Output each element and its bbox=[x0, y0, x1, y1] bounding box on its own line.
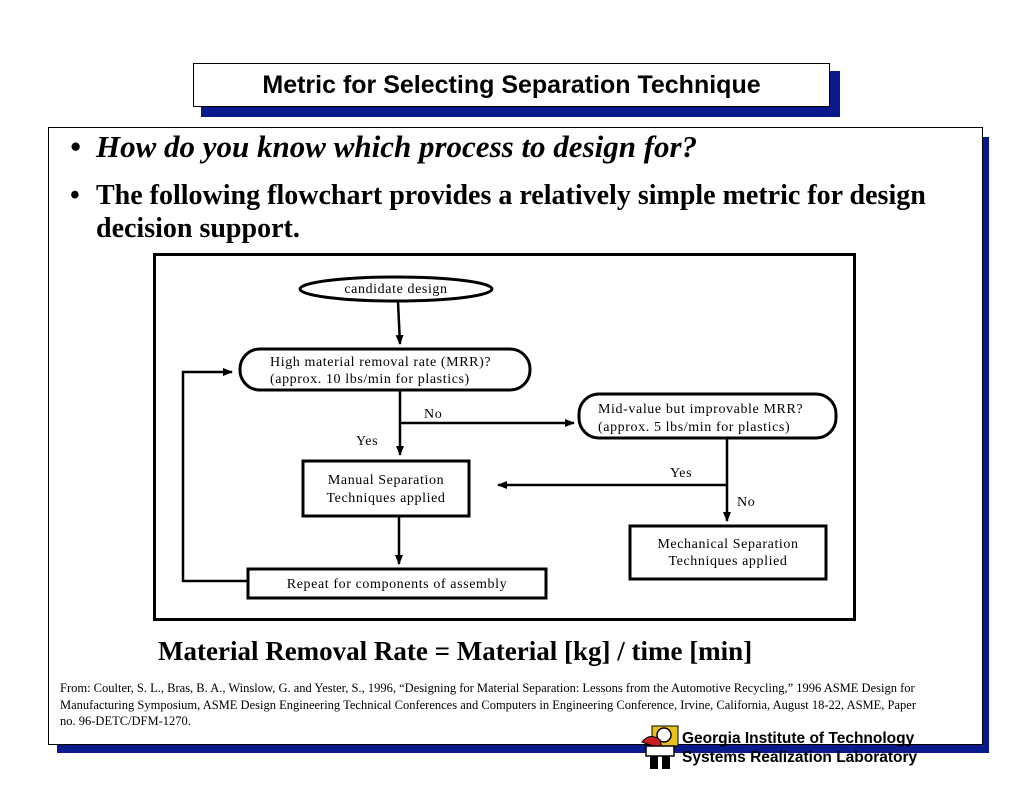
flowchart: candidate design High material removal r… bbox=[181, 275, 838, 600]
bullet-statement: • The following flowchart provides a rel… bbox=[70, 179, 950, 245]
manual-separation-box bbox=[301, 459, 471, 518]
bullet-dot: • bbox=[70, 129, 81, 164]
mid-mrr-line1: Mid-value but improvable MRR? bbox=[598, 402, 803, 417]
mechanical-line2: Techniques applied bbox=[668, 554, 787, 569]
arrow-start-to-decision bbox=[395, 301, 404, 345]
flowchart-frame: candidate design High material removal r… bbox=[153, 253, 856, 621]
arrow-loop-back bbox=[181, 368, 248, 583]
georgia-tech-logo-icon bbox=[641, 725, 679, 769]
lab-line2: Systems Realization Laboratory bbox=[682, 749, 918, 766]
bullet-question: • How do you know which process to desig… bbox=[70, 129, 697, 165]
high-mrr-line1: High material removal rate (MRR)? bbox=[270, 355, 491, 370]
manual-line1: Manual Separation bbox=[328, 473, 444, 488]
mechanical-separation-box bbox=[628, 524, 828, 581]
mechanical-line1: Mechanical Separation bbox=[657, 537, 798, 552]
bullet-dot: • bbox=[70, 180, 80, 211]
manual-line2: Techniques applied bbox=[326, 491, 445, 506]
yes-label-mid: Yes bbox=[670, 466, 692, 481]
bullet-text: The following flowchart provides a relat… bbox=[96, 180, 926, 244]
formula: Material Removal Rate = Material [kg] / … bbox=[158, 636, 753, 666]
bullet-text: How do you know which process to design … bbox=[96, 129, 698, 164]
mid-mrr-line2: (approx. 5 lbs/min for plastics) bbox=[598, 420, 790, 435]
start-label: candidate design bbox=[344, 282, 447, 297]
lab-line1: Georgia Institute of Technology bbox=[682, 730, 915, 747]
start-node bbox=[298, 275, 494, 303]
high-mrr-line2: (approx. 10 lbs/min for plastics) bbox=[270, 372, 470, 387]
no-label-mid: No bbox=[737, 495, 755, 510]
repeat-label: Repeat for components of assembly bbox=[287, 577, 507, 592]
yes-label-high: Yes bbox=[356, 434, 378, 449]
no-label-high: No bbox=[424, 407, 442, 422]
slide-title: Metric for Selecting Separation Techniqu… bbox=[193, 63, 830, 107]
mid-mrr-decision bbox=[577, 392, 838, 440]
high-mrr-decision bbox=[238, 347, 532, 392]
repeat-box bbox=[246, 567, 548, 600]
citation: From: Coulter, S. L., Bras, B. A., Winsl… bbox=[60, 681, 917, 728]
lab-credit: Georgia Institute of Technology Systems … bbox=[682, 729, 917, 767]
